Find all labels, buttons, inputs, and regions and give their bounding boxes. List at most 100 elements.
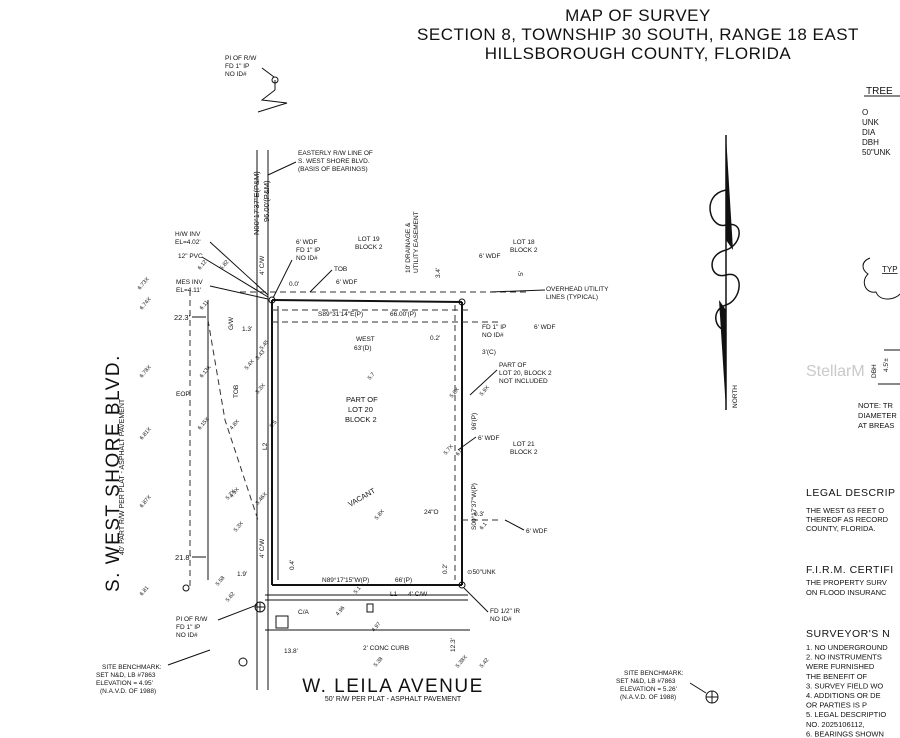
monument-ne: [458, 298, 466, 306]
label-wdf-top: 6' WDF: [336, 279, 357, 286]
svg-text:63'(D): 63'(D): [354, 345, 372, 352]
label-pi-top: PI OF R/W FD 1" IP NO ID#: [225, 55, 257, 78]
spot-elevation: 5.8X: [374, 509, 386, 522]
label-cw-side: 4' C/W: [259, 538, 266, 558]
spot-elevation: 5.45: [259, 339, 270, 351]
svg-text:SET N&D, LB #7863: SET N&D, LB #7863: [96, 672, 156, 679]
label-overhead: OVERHEAD UTILITY LINES (TYPICAL): [546, 286, 609, 301]
label-dim-0-3: 0.3': [474, 511, 484, 518]
spot-elevation: 5.58: [215, 575, 226, 587]
svg-text:SET N&D, LB #7863: SET N&D, LB #7863: [616, 678, 676, 685]
label-cw-top: 4' C/W: [259, 255, 266, 275]
svg-text:NO ID#: NO ID#: [176, 632, 198, 639]
label-vacant: VACANT: [347, 486, 378, 509]
label-hw-inv: H/W INV EL=4.02': [175, 231, 201, 246]
spot-elevation: 6.81X: [139, 426, 153, 441]
label-mes-inv: MES INV EL=4.11': [176, 279, 203, 294]
leader-part-lot20: [469, 369, 498, 396]
label-dim-13-8: 13.8': [284, 648, 298, 655]
label-dim-0-2b: 0.2': [442, 564, 449, 574]
spot-elevation: 6.0: [455, 448, 465, 458]
label-bearing-south: N89°17'15"W(P): [322, 576, 369, 584]
tree-note: NOTE: TR DIAMETER AT BREAS: [858, 401, 897, 430]
label-wdf-se: 6' WDF: [526, 528, 547, 535]
label-l1: L1: [390, 591, 398, 598]
spot-elevation: 5.82: [219, 259, 230, 271]
spot-elevation: 5.8X: [449, 387, 461, 400]
spot-elevation: 5.7X: [443, 444, 455, 457]
street-leila: W. LEILA AVENUE: [302, 676, 484, 697]
label-wdf-e: 6' WDF: [478, 435, 499, 442]
spot-elevation: 6.74X: [139, 296, 153, 311]
surveyor-note-line: 5. LEGAL DESCRIPTIO: [806, 710, 886, 719]
label-tob-top: TOB: [334, 266, 347, 273]
label-lot18: LOT 18 BLOCK 2: [510, 239, 538, 254]
leader-wdf-nw: [272, 259, 293, 299]
surveyor-note-line: 2. NO INSTRUMENTS: [806, 653, 882, 662]
spot-elevation: 5.43: [255, 349, 266, 361]
spot-elevation: 6.87X: [139, 494, 153, 509]
leader-pvc: [201, 256, 269, 298]
svg-text:LOT 19: LOT 19: [358, 236, 380, 243]
north-label: NORTH: [732, 385, 739, 408]
svg-text:UTILITY EASEMENT: UTILITY EASEMENT: [413, 211, 420, 273]
label-bearing-north: S89°31'14"E(P): [318, 310, 363, 318]
svg-text:PI OF R/W: PI OF R/W: [176, 616, 208, 623]
label-ip-ne: FD 1" IP NO ID#: [482, 324, 506, 339]
surveyor-note-line: 4. ADDITIONS OR DE: [806, 691, 881, 700]
spot-elevation: 5.38: [373, 656, 384, 668]
label-dim-1-3: 1.3': [242, 326, 252, 333]
label-lot19: LOT 19 BLOCK 2: [355, 236, 383, 251]
label-eop: EOP: [176, 391, 190, 398]
label-tob-side: TOB: [233, 385, 240, 398]
svg-text:ELEVATION = 5.26': ELEVATION = 5.26': [620, 686, 677, 693]
spot-elevation: 6.1: [479, 522, 489, 532]
svg-text:DIAMETER: DIAMETER: [858, 411, 897, 420]
label-dim-3-4: 3.4': [435, 268, 442, 278]
spot-elevation: 6.15X: [197, 416, 211, 431]
firm-heading: F.I.R.M. CERTIFI: [806, 564, 894, 576]
street-west-shore-sub: 40' PART R/W PER PLAT - ASPHALT PAVEMENT: [119, 398, 126, 555]
svg-text:FD 1" IP: FD 1" IP: [482, 324, 506, 331]
leader-pi-bottom: [217, 604, 258, 621]
svg-text:(BASIS OF BEARINGS): (BASIS OF BEARINGS): [298, 166, 368, 173]
svg-text:FD 1" IP: FD 1" IP: [176, 624, 200, 631]
surveyor-note-line: OR PARTIES IS P: [806, 701, 867, 710]
svg-text:(N.A.V.D. OF 1988): (N.A.V.D. OF 1988): [620, 694, 676, 701]
svg-text:BLOCK 2: BLOCK 2: [510, 247, 538, 254]
svg-text:6' WDF: 6' WDF: [296, 239, 317, 246]
svg-text:SITE BENCHMARK:: SITE BENCHMARK:: [102, 664, 162, 671]
spot-elevation: 4.97: [371, 621, 382, 633]
leader-fd-ir: [463, 587, 489, 613]
label-dim-1-9: 1.9': [237, 571, 247, 578]
spot-elevation: 5.3X: [233, 521, 245, 534]
pi-top-monument: [271, 76, 279, 84]
svg-text:10' DRAINAGE &: 10' DRAINAGE &: [405, 222, 412, 273]
spot-elevation: 5.5: [269, 420, 279, 430]
label-lot21: LOT 21 BLOCK 2: [510, 441, 538, 456]
svg-text:FD 1" IP: FD 1" IP: [296, 247, 320, 254]
label-part-lot20: PART OF LOT 20, BLOCK 2 NOT INCLUDED: [499, 362, 552, 385]
label-fd-ir: FD 1/2" IR NO ID#: [490, 608, 520, 623]
benchmark-left-symbol: [238, 657, 248, 667]
surveyor-note-line: NO. 2025106112,: [806, 720, 865, 729]
spot-elevation: 4.8X: [229, 419, 241, 432]
spot-elevation: 6.73X: [137, 276, 151, 291]
svg-text:COUNTY, FLORIDA.: COUNTY, FLORIDA.: [806, 524, 875, 533]
street-west-shore: S. WEST SHORE BLVD.: [103, 354, 124, 592]
label-benchmark-right: SITE BENCHMARK: SET N&D, LB #7863 ELEVAT…: [616, 670, 684, 701]
swale-line: [207, 319, 259, 521]
label-dim-0-2: 0.2': [430, 335, 440, 342]
spot-elevation: 6.13X: [199, 364, 213, 379]
spot-elevation: 6.11: [199, 300, 210, 312]
spot-elevation: 4.9X: [229, 487, 241, 500]
spot-elevation: 5.9X: [479, 385, 491, 398]
label-dim-22-3: 22.3': [174, 313, 191, 322]
label-dim-0-0: 0.0': [289, 281, 299, 288]
label-west63: WEST 63'(D): [354, 336, 375, 352]
svg-text:H/W INV: H/W INV: [175, 231, 201, 238]
benchmark-right-leader: [689, 682, 707, 694]
north-arrow-icon: [709, 135, 740, 410]
label-dim-21-8: 21.8': [175, 553, 192, 562]
